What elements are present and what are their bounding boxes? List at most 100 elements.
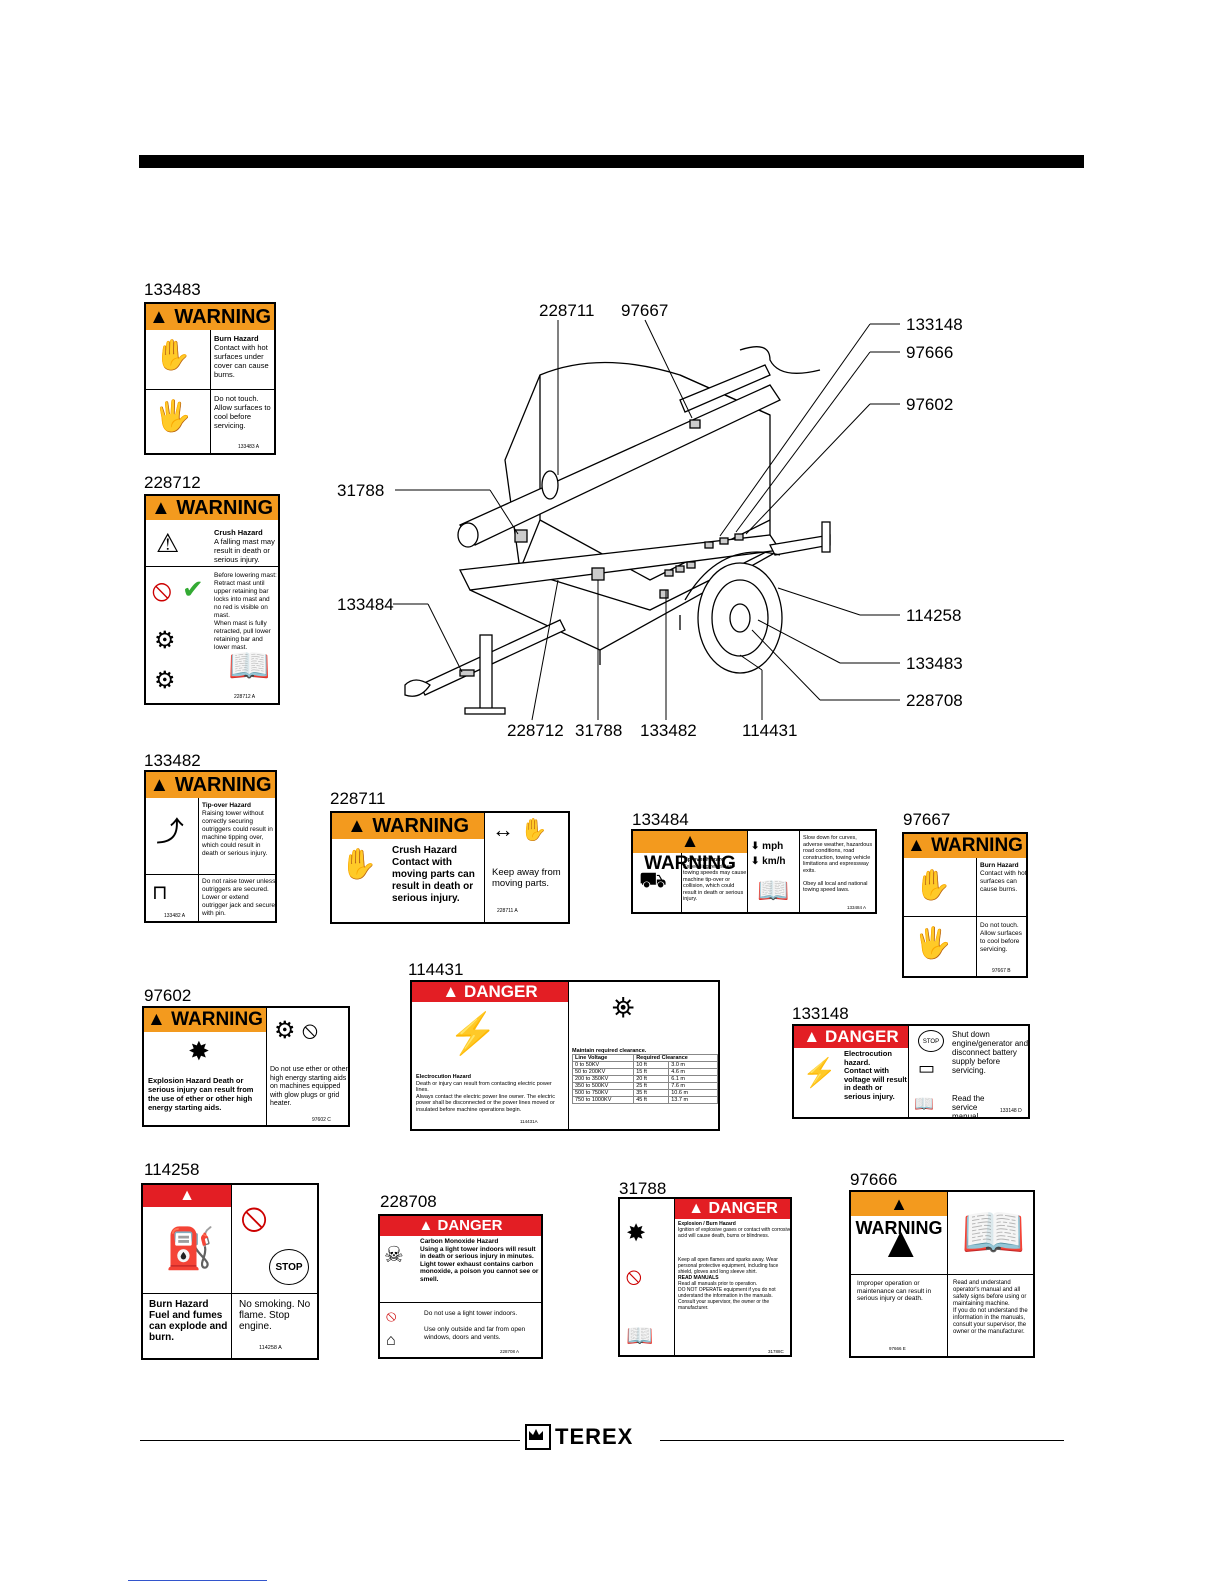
decal-text: Exceeding restricted towing speeds may c… xyxy=(683,863,747,903)
crush-hand-icon: ✋ xyxy=(340,848,378,881)
decal-number-133482: 133482 xyxy=(144,751,201,770)
electrocution-icon: ⚡ xyxy=(802,1057,837,1088)
decal-text: Contact with hot surfaces under cover ca… xyxy=(214,343,269,379)
decal-code: 228711 A xyxy=(497,908,518,914)
decal-text-3: Obey all local and national towing speed… xyxy=(803,880,868,894)
warning-header: ▲ WARNING xyxy=(144,1008,266,1032)
decal-114258: ▲ DANGER ⛽ ⦸ STOP Burn Hazard Fuel and f… xyxy=(141,1183,319,1360)
cooling-hand-icon: 🖐 xyxy=(154,400,192,433)
decal-text: Crush Hazard Contact with moving parts c… xyxy=(392,845,475,904)
decal-title: Burn Hazard xyxy=(980,862,1019,869)
decal-code: 228708 A xyxy=(500,1349,520,1354)
decal-title: Carbon Monoxide Hazard xyxy=(420,1238,499,1245)
decal-code: 97602 C xyxy=(312,1117,331,1123)
manual-book-icon: 📖 xyxy=(914,1096,934,1113)
speed-kmh: km/h xyxy=(762,856,786,867)
decal-text: Contact with hot surfaces can cause burn… xyxy=(980,870,1027,893)
manual-book-icon: 📖 xyxy=(961,1204,1026,1262)
danger-header: ▲ DANGER xyxy=(143,1185,231,1226)
decal-code: 97667 B xyxy=(992,968,1011,974)
falling-mast-icon: ⚠ xyxy=(156,528,180,558)
decal-number-133483: 133483 xyxy=(144,280,201,299)
decal-text: Explosion Hazard Death or serious injury… xyxy=(148,1076,254,1112)
decal-code: 133483 A xyxy=(238,444,260,450)
decal-text-3: Shut down engine/generator and disconnec… xyxy=(952,1030,1029,1075)
callout-133484: 133484 xyxy=(337,595,394,614)
no-flame-icon: ⦸ xyxy=(241,1195,268,1239)
table-header: Line Voltage xyxy=(571,1054,635,1062)
decal-text-3: READ MANUALS xyxy=(678,1275,719,1281)
explosion-icon: ✸ xyxy=(626,1220,647,1247)
bottom-link-underline xyxy=(128,1580,267,1581)
fuel-pump-icon: ⛽ xyxy=(165,1227,215,1271)
decal-title: Tip-over Hazard xyxy=(683,857,725,863)
decal-number-114258: 114258 xyxy=(144,1160,200,1179)
decal-text-2: Do not raise tower unless outriggers are… xyxy=(202,878,276,917)
decal-title: Explosion / Burn Hazard xyxy=(678,1221,736,1227)
warning-header: ▲ WARNING xyxy=(146,496,278,520)
light-tower-illustration xyxy=(393,319,900,721)
decal-code: 97666 E xyxy=(889,1346,906,1351)
danger-header: ▲ DANGER xyxy=(412,982,568,1002)
decal-number-31788: 31788 xyxy=(619,1179,667,1198)
decal-number-97666: 97666 xyxy=(850,1170,898,1189)
decal-97602: ▲ WARNING ✸ Explosion Hazard Death or se… xyxy=(142,1006,350,1127)
callout-31788-bottom: 31788 xyxy=(575,721,623,740)
callout-97667: 97667 xyxy=(621,301,669,320)
decal-title: Burn Hazard xyxy=(214,334,259,343)
decal-text-2: Do not use ether or other high energy st… xyxy=(270,1066,348,1107)
decal-text: Electrocution hazard. xyxy=(844,1049,892,1067)
decal-text-2: No smoking. No flame. Stop engine. xyxy=(239,1299,311,1332)
no-ether-icon: ⚙ ⦸ xyxy=(274,1017,318,1044)
decal-text-6: Consult your supervisor, the owner or th… xyxy=(678,1299,770,1311)
callout-31788: 31788 xyxy=(337,481,385,500)
decal-text: Improper operation or maintenance can re… xyxy=(857,1280,932,1302)
decal-text: Raising tower without correctly securing… xyxy=(202,810,273,857)
burn-hand-icon: ✋ xyxy=(154,339,192,372)
decal-text: Death or injury can result from contacti… xyxy=(416,1080,552,1094)
decal-text: Using a light tower indoors will result … xyxy=(420,1245,539,1283)
decal-text-4: Read all manuals prior to operation. xyxy=(678,1281,758,1287)
callout-133148: 133148 xyxy=(906,315,963,334)
alert-triangle-icon: ▲ xyxy=(879,1218,923,1267)
decal-code: 133148 D xyxy=(1000,1108,1022,1114)
no-indoor-icon: ⦸ xyxy=(386,1308,397,1325)
manual-book-icon: 📖 xyxy=(626,1323,654,1348)
decal-text: Ignition of explosive gases or contact w… xyxy=(678,1227,792,1239)
warning-header: ▲ WARNING xyxy=(851,1192,947,1238)
decal-text-4: Read the service manual. xyxy=(952,1094,985,1119)
decal-number-114431: 114431 xyxy=(408,960,464,979)
mast-lower-icon: ⚙ xyxy=(154,627,176,654)
decal-title: Tip-over Hazard xyxy=(202,802,252,809)
decal-code: 31788C xyxy=(768,1349,784,1354)
callout-114258: 114258 xyxy=(906,606,962,625)
decal-text-2: Read and understand operator's manual an… xyxy=(953,1280,1027,1307)
stop-sign-icon: STOP xyxy=(918,1030,944,1052)
terex-crown-icon xyxy=(525,1424,551,1450)
clearance-table-title: Maintain required clearance. xyxy=(572,1048,647,1054)
decal-text-2: Contact with voltage will result in deat… xyxy=(844,1066,907,1101)
decal-number-97667: 97667 xyxy=(903,810,951,829)
terex-logo: TEREX xyxy=(525,1424,633,1450)
cooling-hand-icon: 🖐 xyxy=(914,927,952,960)
manual-book-icon: 📖 xyxy=(757,875,790,905)
decal-number-228712: 228712 xyxy=(144,473,201,492)
decal-number-228708: 228708 xyxy=(380,1192,437,1211)
decal-97666: ▲ WARNING ▲ 📖 Improper operation or main… xyxy=(849,1190,1035,1358)
warning-header: ▲ WARNING xyxy=(332,813,484,839)
decal-text-2: Keep away from moving parts. xyxy=(492,867,561,889)
decal-text-3: If you do not understand the information… xyxy=(953,1308,1028,1335)
footer-rule-left xyxy=(140,1440,520,1441)
danger-header: ▲ DANGER xyxy=(794,1026,908,1048)
table-header: Required Clearance xyxy=(633,1054,718,1062)
callout-97602: 97602 xyxy=(906,395,954,414)
battery-icon: ▭ xyxy=(918,1058,936,1078)
explosion-icon: ✸ xyxy=(188,1036,210,1066)
decal-title: Electrocution Hazard xyxy=(416,1074,472,1080)
callout-114431: 114431 xyxy=(742,721,798,740)
